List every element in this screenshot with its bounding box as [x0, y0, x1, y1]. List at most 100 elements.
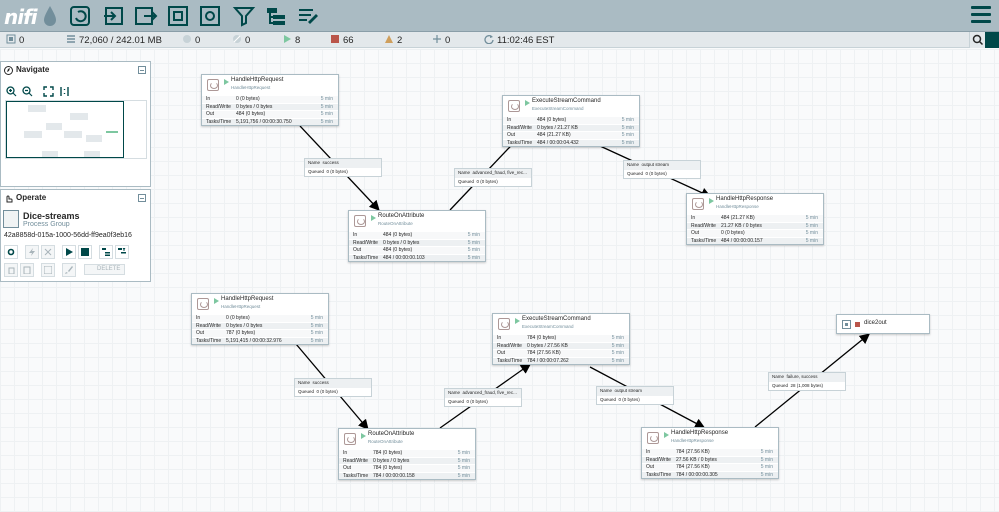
birdseye-viewport[interactable] — [6, 101, 124, 158]
configure-button[interactable] — [4, 245, 18, 259]
stopped-status: 66 — [330, 34, 354, 46]
disabled-icon — [433, 35, 441, 43]
output-port-icon — [842, 320, 851, 329]
disable-button[interactable] — [41, 245, 55, 259]
processor-icon — [508, 100, 520, 112]
running-icon — [371, 215, 376, 221]
hand-pointer-icon — [6, 195, 13, 203]
template-icon[interactable] — [264, 4, 288, 28]
flow-canvas[interactable] — [0, 49, 999, 512]
input-port-icon[interactable] — [102, 4, 126, 28]
enable-button[interactable] — [25, 245, 39, 259]
stop-icon — [81, 248, 89, 256]
processor-name: HandleHttpResponse — [671, 430, 729, 436]
fit-icon[interactable] — [43, 86, 54, 97]
process-group-icon[interactable] — [166, 4, 190, 28]
stop-icon — [855, 322, 860, 327]
change-color-button[interactable] — [62, 263, 76, 277]
queue-icon — [67, 35, 75, 43]
search-button[interactable] — [969, 32, 985, 48]
status-bar: 0 72,060 / 242.01 MB 0 0 8 66 2 0 11:02:… — [0, 32, 999, 48]
group-icon — [44, 266, 52, 274]
label-icon[interactable] — [296, 4, 320, 28]
actual-size-icon[interactable] — [59, 86, 70, 97]
paste-button[interactable] — [20, 263, 34, 277]
connection-label[interactable]: Name output stream Queued 0 (0 bytes) — [596, 386, 674, 405]
processor-type: RouteOnAttribute — [368, 439, 403, 444]
connection-label[interactable]: Name output stream Queued 0 (0 bytes) — [623, 160, 701, 179]
nifi-drop-icon — [44, 6, 56, 26]
output-port-icon[interactable] — [134, 4, 158, 28]
connection-label[interactable]: Name failure, success Queued 28 (1,008 b… — [768, 372, 846, 391]
invalid-status: 2 — [384, 34, 402, 46]
stop-icon — [331, 35, 339, 43]
collapse-operate-button[interactable] — [138, 194, 146, 202]
processor-icon — [692, 198, 704, 210]
remote-process-group-icon[interactable] — [198, 4, 222, 28]
create-template-button[interactable] — [99, 245, 113, 259]
processor-icon — [197, 298, 209, 310]
play-icon — [66, 248, 73, 256]
not-transmitting-icon — [233, 35, 241, 43]
global-menu-icon[interactable] — [971, 6, 991, 26]
running-icon — [214, 298, 219, 304]
connection-label[interactable]: Name success Queued 0 (0 bytes) — [294, 378, 372, 397]
zoom-out-icon[interactable] — [22, 86, 33, 97]
running-icon — [664, 432, 669, 438]
processor-icon — [344, 433, 356, 445]
running-icon — [515, 318, 520, 324]
upload-template-button[interactable] — [115, 245, 129, 259]
processor-name: RouteOnAttribute — [378, 213, 425, 219]
queued-status: 72,060 / 242.01 MB — [66, 34, 162, 46]
connection-label[interactable]: Name advanced_fraud, five_rec... Queued … — [444, 388, 522, 407]
output-port-dice2out[interactable]: dice2out — [836, 314, 930, 334]
start-button[interactable] — [62, 245, 76, 259]
collapse-navigate-button[interactable] — [138, 66, 146, 74]
zoom-in-icon[interactable] — [6, 86, 17, 97]
running-icon — [525, 100, 530, 106]
play-icon — [284, 35, 291, 43]
birdseye-view[interactable] — [5, 100, 147, 159]
processor-icon[interactable] — [68, 4, 92, 28]
flow-status-toggle[interactable] — [985, 32, 999, 48]
running-status: 8 — [282, 34, 300, 46]
processor-type: RouteOnAttribute — [378, 221, 413, 226]
processor-icon — [207, 79, 219, 91]
connection-label[interactable]: Name advanced_fraud, five_rec... Queued … — [454, 168, 532, 187]
nifi-logo: nifi — [4, 3, 62, 29]
running-icon — [361, 433, 366, 439]
operate-title: Operate — [16, 193, 47, 202]
paintbrush-icon — [65, 266, 73, 274]
connection-label[interactable]: Name success Queued 0 (0 bytes) — [304, 158, 382, 177]
compass-icon — [4, 66, 13, 75]
warning-icon — [385, 35, 393, 43]
processor-type: HandleHttpRequest — [231, 85, 271, 90]
group-button[interactable] — [41, 263, 55, 277]
processor-name: HandleHttpRequest — [231, 77, 284, 83]
processor-name: ExecuteStreamCommand — [532, 98, 601, 104]
navigate-panel: Navigate — [0, 61, 151, 187]
transmitting-status: 0 — [182, 34, 200, 46]
processor-name: HandleHttpRequest — [221, 296, 274, 302]
search-icon — [972, 34, 984, 46]
processor-icon — [354, 215, 366, 227]
gear-icon — [7, 248, 15, 256]
not-transmitting-status: 0 — [232, 34, 250, 46]
delete-button[interactable]: DELETE — [84, 264, 125, 275]
selected-group-id: 42a8858d-015a-1000-56dd-ff9ea0f3eb16 — [4, 232, 132, 239]
disabled-status: 0 — [432, 34, 450, 46]
copy-button[interactable] — [4, 263, 18, 277]
running-icon — [224, 79, 229, 85]
selected-group-type: Process Group — [23, 221, 70, 228]
funnel-icon[interactable] — [232, 4, 256, 28]
navigate-title: Navigate — [16, 65, 50, 74]
stop-button[interactable] — [78, 245, 92, 259]
